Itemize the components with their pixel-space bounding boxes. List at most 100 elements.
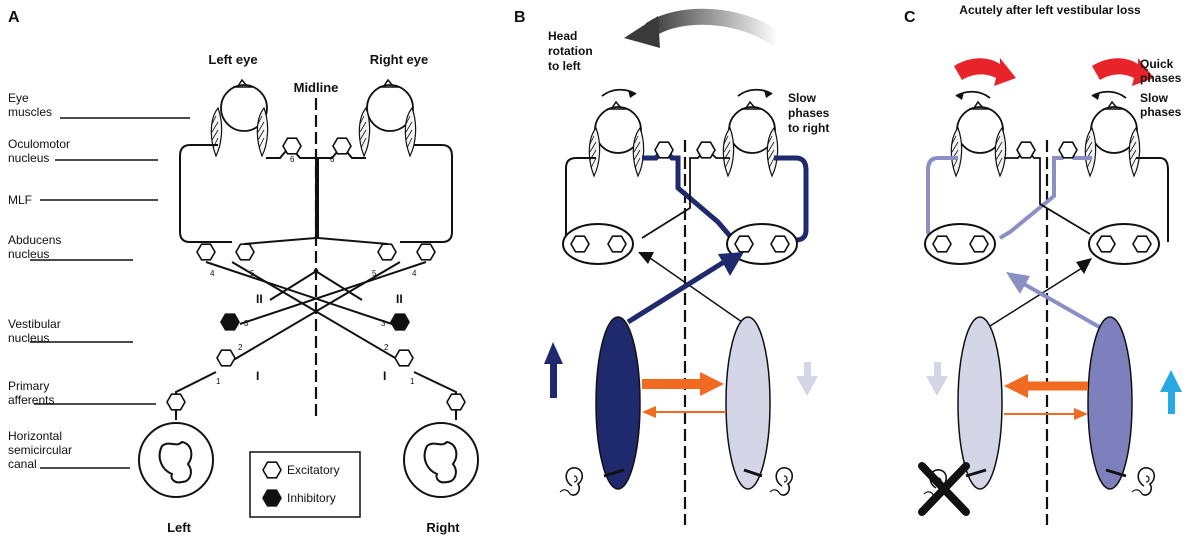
- num-4-left: 4: [210, 269, 215, 278]
- c-left-vestibular-nucleus: [957, 316, 1003, 490]
- slow-phases-b-1: Slow: [788, 91, 817, 105]
- c-oculomotor-neuron-left: [1016, 141, 1036, 159]
- label-oculomotor-2: nucleus: [8, 151, 49, 165]
- slow-phases-b-3: to right: [788, 121, 829, 135]
- c-right-abducens-inter: [1096, 235, 1116, 253]
- c-right-up-arrow: [1160, 370, 1182, 392]
- b-left-vestibular-nucleus: [595, 316, 641, 490]
- roman-I-left: I: [256, 369, 259, 383]
- b-right-vestibular-nucleus: [725, 316, 771, 490]
- c-left-lateral-muscle: [950, 127, 963, 177]
- c-right-quick-phase-arrow: [1092, 58, 1154, 86]
- slow-phases-c-1: Slow: [1140, 91, 1169, 105]
- label-mlf: MLF: [8, 193, 32, 207]
- b-orange-thick-arrow: [700, 372, 724, 396]
- legend-inhibitory-label: Inhibitory: [287, 491, 336, 505]
- num-4-right: 4: [412, 269, 417, 278]
- b-left-up-arrow: [544, 342, 563, 364]
- right-eye-label: Right eye: [370, 52, 429, 67]
- b-right-ear-icon: [769, 467, 794, 496]
- roman-II-right: II: [396, 292, 403, 306]
- head-rotation-label-3: to left: [548, 59, 581, 73]
- b-left-lateral-muscle: [588, 127, 601, 177]
- row-labels: Eye muscles Oculomotor nucleus MLF Abduc…: [8, 91, 190, 471]
- roman-II-left: II: [256, 292, 263, 306]
- abducens-inter-right: [377, 243, 397, 261]
- head-rotation-label-1: Head: [548, 29, 577, 43]
- num-3-left: 3: [244, 319, 249, 328]
- panel-c-letter: C: [904, 9, 916, 26]
- panel-a-letter: A: [8, 9, 20, 26]
- slow-phases-b-2: phases: [788, 106, 830, 120]
- c-oculomotor-neuron-right: [1058, 141, 1078, 159]
- roman-I-right: I: [383, 369, 386, 383]
- label-eye-muscles-1: Eye: [8, 91, 29, 105]
- b-right-medial-muscle: [722, 127, 735, 177]
- num-2-right: 2: [384, 343, 389, 352]
- label-oculomotor-1: Oculomotor: [8, 137, 70, 151]
- panel-b-letter: B: [514, 9, 526, 26]
- c-right-vestibular-nucleus: [1087, 316, 1133, 490]
- label-abducens-2: nucleus: [8, 247, 49, 261]
- vestibular-excitatory-left: [216, 349, 236, 367]
- c-right-medial-muscle: [1084, 127, 1097, 177]
- left-semicircular-canal: [138, 422, 214, 498]
- num-6-right: 6: [330, 155, 335, 164]
- legend-excitatory-label: Excitatory: [287, 463, 340, 477]
- c-left-quick-phase-arrow: [954, 58, 1016, 86]
- abducens-inter-left: [235, 243, 255, 261]
- oculomotor-neuron-right: [332, 137, 352, 155]
- b-orange-thin-arrow: [642, 406, 656, 418]
- left-eye-label: Left eye: [208, 52, 257, 67]
- left-side-label: Left: [167, 520, 192, 535]
- panel-a: A Left eye Right eye Midline Eye muscles…: [8, 9, 479, 535]
- c-orange-thick-arrow: [1004, 374, 1028, 398]
- label-primary-1: Primary: [8, 379, 49, 393]
- label-canal-2: semicircular: [8, 443, 72, 457]
- label-eye-muscles-2: muscles: [8, 105, 52, 119]
- right-eye-medial-muscle: [358, 107, 371, 157]
- b-right-abducens-inter: [734, 235, 754, 253]
- num-1-right: 1: [410, 377, 415, 386]
- left-eye-lateral-muscle: [210, 107, 223, 157]
- c-left-down-arrow: [926, 376, 948, 396]
- primary-afferent-left: [166, 393, 186, 411]
- right-side-label: Right: [426, 520, 460, 535]
- num-6-left: 6: [290, 155, 295, 164]
- num-5-right: 5: [372, 269, 377, 278]
- c-left-abducens-oval: [924, 223, 996, 265]
- quick-phases-2: phases: [1140, 71, 1182, 85]
- b-oculomotor-neuron-left: [654, 141, 674, 159]
- b-left-abducens-oval: [562, 223, 634, 265]
- num-1-left: 1: [216, 377, 221, 386]
- legend-inhibitory-icon: [262, 489, 282, 507]
- legend-excitatory-icon: [262, 461, 282, 479]
- c-orange-thin-arrow: [1074, 408, 1088, 420]
- vestibular-excitatory-right: [394, 349, 414, 367]
- label-vestibular-2: nucleus: [8, 331, 49, 345]
- c-left-abducens-motor: [932, 235, 952, 253]
- b-left-ear-icon: [559, 467, 584, 496]
- b-left-abducens-inter: [607, 235, 627, 253]
- label-canal-3: canal: [8, 457, 37, 471]
- slow-phases-c-2: phases: [1140, 105, 1182, 119]
- c-right-abducens-oval: [1088, 223, 1160, 265]
- b-right-down-arrow: [796, 376, 818, 396]
- head-rotation-label-2: rotation: [548, 44, 593, 58]
- b-left-abducens-motor: [570, 235, 590, 253]
- b-right-abducens-oval: [726, 223, 798, 265]
- vestibular-inhibitory-right: [390, 313, 410, 331]
- c-right-abducens-motor: [1132, 235, 1152, 253]
- head-rotation-arrow: [645, 8, 783, 47]
- c-right-ear-icon: [1131, 467, 1156, 496]
- panel-c-title: Acutely after left vestibular loss: [959, 3, 1141, 17]
- label-primary-2: afferents: [8, 393, 54, 407]
- abducens-motor-right: [416, 243, 436, 261]
- panel-c: C Acutely after left vestibular loss Qui…: [904, 3, 1182, 525]
- right-semicircular-canal: [403, 422, 479, 498]
- label-canal-1: Horizontal: [8, 429, 62, 443]
- label-vestibular-1: Vestibular: [8, 317, 61, 331]
- abducens-motor-left: [196, 243, 216, 261]
- midline-label: Midline: [294, 80, 339, 95]
